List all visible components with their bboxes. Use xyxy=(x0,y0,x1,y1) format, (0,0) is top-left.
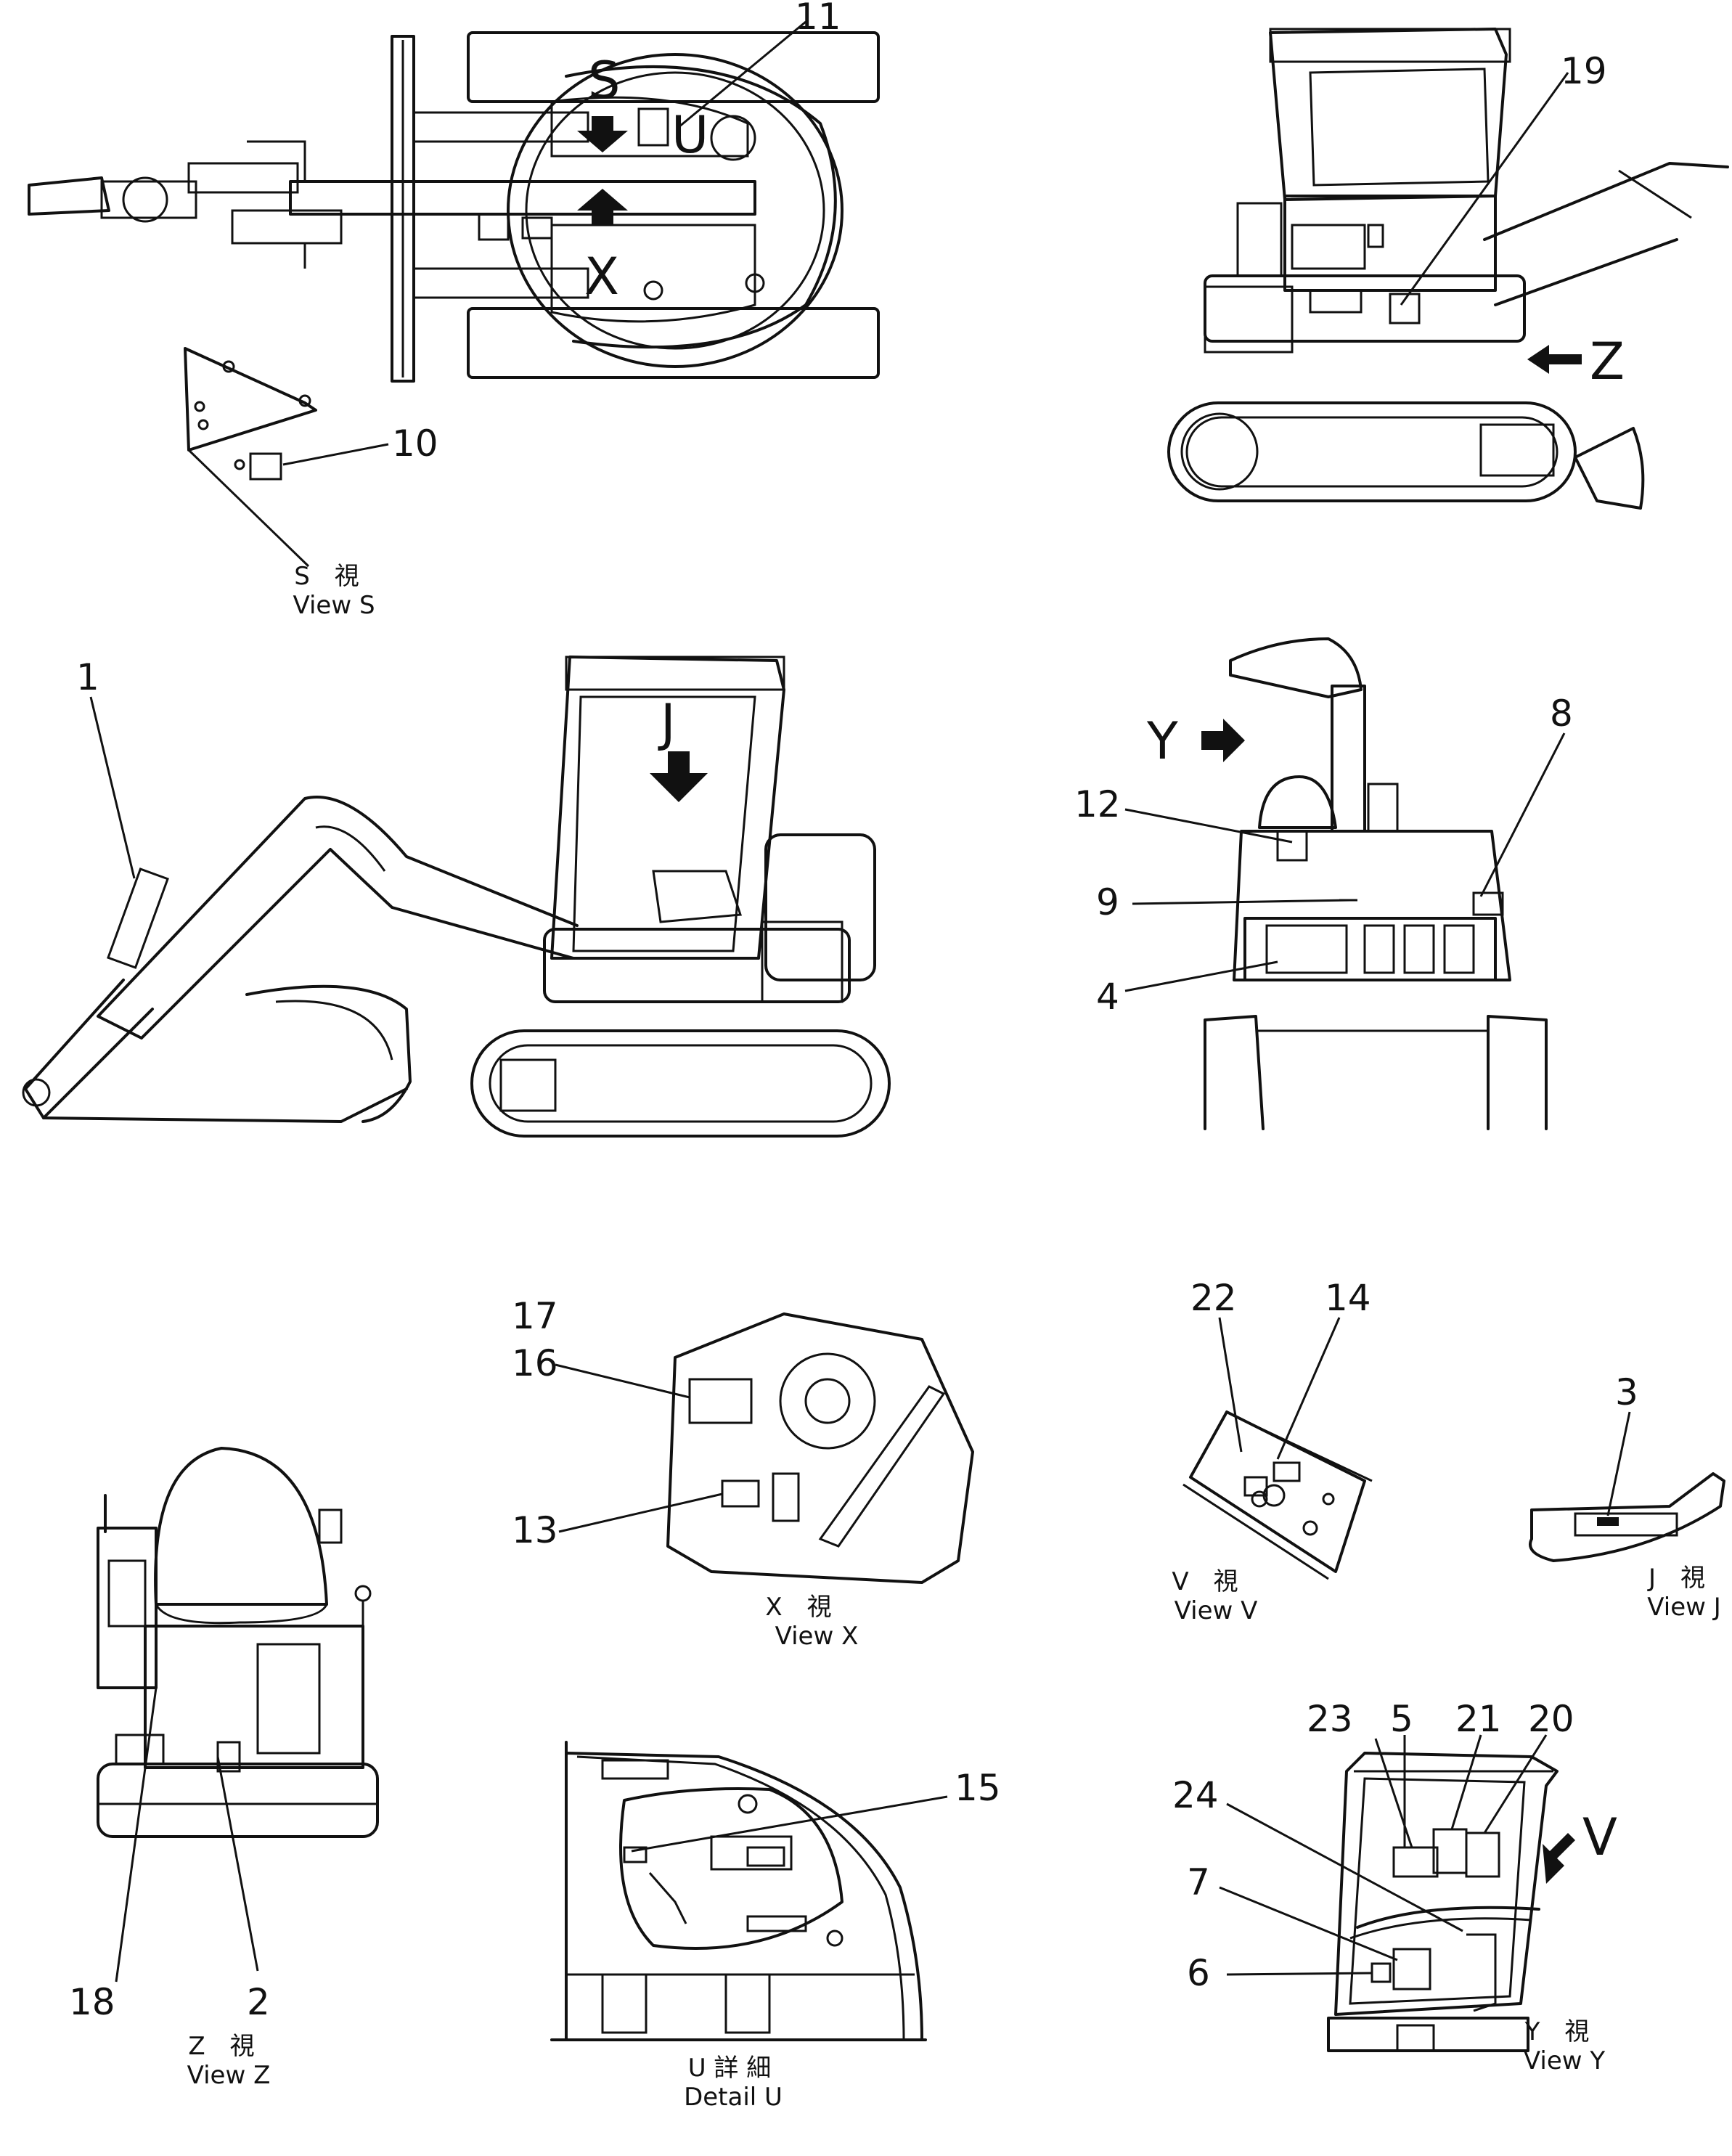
callout-11: 11 xyxy=(795,0,841,38)
view-letter-z: Z xyxy=(1590,332,1625,391)
callout-9: 9 xyxy=(1096,881,1119,923)
callout-22: 22 xyxy=(1190,1277,1237,1319)
caption-view-v: View V xyxy=(1175,1596,1258,1625)
callout-1: 1 xyxy=(76,656,99,698)
callout-24: 24 xyxy=(1172,1774,1219,1816)
callout-2: 2 xyxy=(247,1981,270,2023)
view-z-panel xyxy=(97,1447,379,1983)
view-letter-v: V xyxy=(1582,1808,1617,1867)
caption-view-v-jp: V 視 xyxy=(1172,1567,1238,1596)
callout-16: 16 xyxy=(512,1342,558,1384)
callout-12: 12 xyxy=(1074,783,1121,825)
callout-17: 17 xyxy=(512,1295,558,1337)
callout-13: 13 xyxy=(512,1509,558,1551)
detail-u-panel xyxy=(550,1741,948,2041)
leader-1 xyxy=(89,696,136,879)
caption-view-z-jp: Z 視 xyxy=(188,2032,254,2061)
caption-detail-u: Detail U xyxy=(684,2083,783,2112)
caption-view-x: View X xyxy=(775,1622,859,1651)
view-j-panel xyxy=(1529,1411,1725,1562)
leader-12 xyxy=(1124,808,1293,844)
view-x-panel xyxy=(555,1312,974,1584)
callout-14: 14 xyxy=(1325,1277,1371,1319)
callout-18: 18 xyxy=(69,1981,115,2023)
caption-detail-u-jp: U 詳 細 xyxy=(688,2054,772,2083)
leader-9 xyxy=(1132,899,1351,905)
callout-3: 3 xyxy=(1615,1371,1638,1413)
callout-21: 21 xyxy=(1455,1698,1502,1740)
callout-8: 8 xyxy=(1550,693,1573,735)
view-letter-j: J xyxy=(658,693,676,753)
callout-4: 4 xyxy=(1096,976,1119,1018)
callout-19: 19 xyxy=(1561,50,1607,92)
caption-view-y: View Y xyxy=(1524,2046,1605,2075)
callout-6: 6 xyxy=(1187,1952,1210,1994)
side-view-machine xyxy=(22,656,891,1138)
view-letter-u: U xyxy=(671,105,708,165)
leader-19 xyxy=(1400,72,1569,306)
callout-5: 5 xyxy=(1390,1698,1413,1740)
leader-11 xyxy=(678,20,806,128)
view-letter-y: Y xyxy=(1146,711,1178,771)
view-letter-x: X xyxy=(584,247,619,306)
leader-8 xyxy=(1479,732,1566,897)
caption-view-z: View Z xyxy=(187,2061,271,2090)
callout-7: 7 xyxy=(1187,1861,1210,1903)
callout-20: 20 xyxy=(1528,1698,1574,1740)
caption-view-j: View J xyxy=(1647,1593,1721,1622)
view-s-panel xyxy=(184,347,389,568)
callout-15: 15 xyxy=(955,1767,1001,1809)
rear-view-machine xyxy=(1167,28,1729,510)
callout-23: 23 xyxy=(1307,1698,1353,1740)
leader-4 xyxy=(1124,960,1278,992)
caption-view-x-jp: X 視 xyxy=(765,1593,831,1622)
view-letter-s: S xyxy=(588,51,620,110)
caption-view-j-jp: J 視 xyxy=(1647,1564,1705,1593)
caption-view-s: View S xyxy=(293,591,375,620)
front-view-machine xyxy=(1201,637,1548,1130)
caption-view-y-jp: Y 視 xyxy=(1524,2017,1590,2046)
caption-view-s-jp: S 視 xyxy=(294,562,359,591)
view-y-panel xyxy=(1219,1734,1575,2052)
view-v-panel xyxy=(1182,1317,1373,1580)
callout-10: 10 xyxy=(392,422,438,465)
top-view-machine xyxy=(28,31,880,383)
